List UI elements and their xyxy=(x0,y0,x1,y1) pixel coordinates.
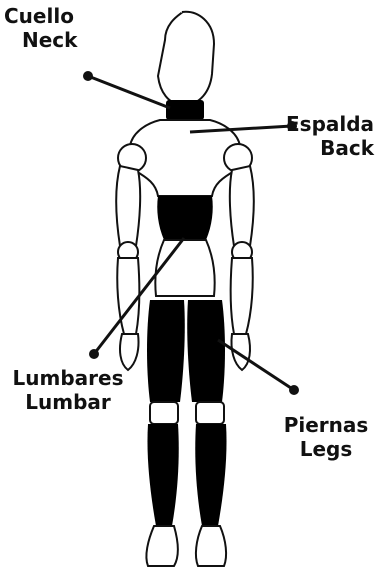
lumbar-label-es: Lumbares xyxy=(8,366,128,390)
legs-label-es: Piernas xyxy=(266,413,386,437)
neck-leader-line xyxy=(88,76,170,108)
neck-label-en: Neck xyxy=(4,28,77,52)
lumbar-label: Lumbares Lumbar xyxy=(8,366,128,414)
lumbar-label-en: Lumbar xyxy=(8,390,128,414)
right-upper-arm xyxy=(230,166,254,246)
legs-label-en: Legs xyxy=(266,437,386,461)
left-knee xyxy=(150,402,178,424)
back-label: Espalda Back xyxy=(286,112,374,160)
right-thigh xyxy=(187,300,225,402)
right-foot xyxy=(196,526,226,566)
lumbar-band xyxy=(157,196,213,240)
hips xyxy=(155,240,214,296)
head xyxy=(158,12,214,106)
legs-label: Piernas Legs xyxy=(266,413,386,461)
lumbar-leader-dot xyxy=(89,349,99,359)
back-label-en: Back xyxy=(286,136,374,160)
right-knee xyxy=(196,402,224,424)
left-forearm xyxy=(117,258,139,334)
neck-band xyxy=(166,100,204,120)
right-forearm xyxy=(231,258,253,334)
left-upper-arm xyxy=(116,166,140,246)
back-label-es: Espalda xyxy=(286,112,374,136)
legs-leader-dot xyxy=(289,385,299,395)
left-thigh xyxy=(147,300,185,402)
neck-label-es: Cuello xyxy=(4,4,77,28)
left-shin xyxy=(147,424,178,526)
left-hand xyxy=(120,334,139,370)
neck-leader-dot xyxy=(83,71,93,81)
left-foot xyxy=(146,526,177,566)
right-shin xyxy=(195,424,226,526)
legs-leader-line xyxy=(218,340,294,390)
neck-label: Cuello Neck xyxy=(4,4,77,52)
